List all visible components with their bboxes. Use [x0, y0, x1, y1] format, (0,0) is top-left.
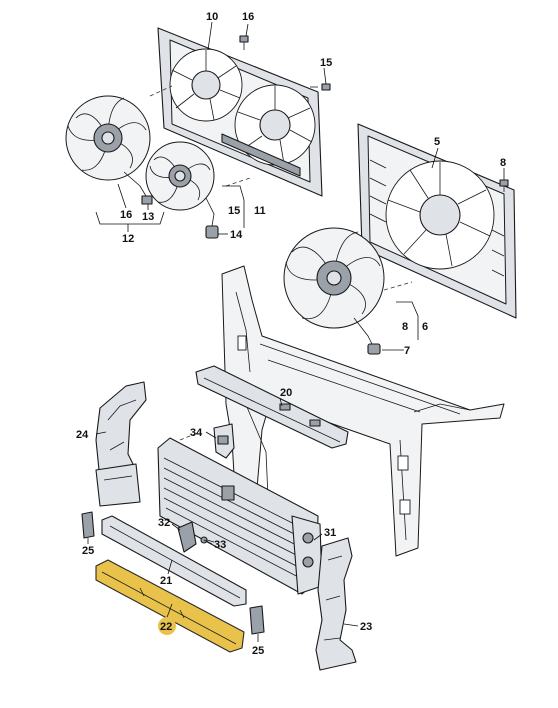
- fan-large: [283, 227, 385, 355]
- callout-7: 7: [404, 345, 410, 357]
- bolt-16-top: [239, 35, 249, 50]
- bracket-20: [195, 365, 349, 449]
- air-duct-24: [95, 381, 147, 507]
- callout-22: 22: [160, 621, 172, 633]
- callout-15-top: 15: [320, 57, 332, 69]
- callout-33: 33: [214, 539, 226, 551]
- callout-13: 13: [142, 211, 154, 223]
- fan-shroud-single: [357, 123, 517, 319]
- fan-left-large: [65, 95, 153, 205]
- callout-25-bottom: 25: [252, 645, 264, 657]
- air-duct-23: [315, 537, 357, 671]
- air-guide-louvre: [157, 437, 323, 595]
- callout-24: 24: [76, 429, 89, 441]
- bolt-15-top: [310, 83, 331, 91]
- callout-6: 6: [422, 321, 428, 333]
- callout-23: 23: [360, 621, 372, 633]
- actuator-32: [177, 521, 197, 553]
- callout-10: 10: [206, 11, 218, 23]
- fan-shroud-twin: [157, 27, 323, 197]
- callout-34: 34: [190, 427, 203, 439]
- bracket-34: [213, 423, 235, 459]
- deflector-22-highlighted: [95, 559, 245, 653]
- callout-14: 14: [230, 229, 243, 241]
- fan-left-small: [145, 141, 219, 239]
- callout-31: 31: [324, 527, 336, 539]
- callout-21: 21: [160, 575, 172, 587]
- callout-16-left: 16: [120, 209, 132, 221]
- callout-labels: 10 16 15 5 8 16 13 12 15 11 14 8 6 7 20 …: [76, 11, 506, 657]
- callout-5: 5: [434, 136, 440, 148]
- callout-12: 12: [122, 233, 134, 245]
- callout-8-mid: 8: [402, 321, 408, 333]
- callout-16-top: 16: [242, 11, 254, 23]
- callout-25-left: 25: [82, 545, 94, 557]
- callout-15-mid: 15: [228, 205, 240, 217]
- clip-25-left: [81, 511, 95, 539]
- callout-11: 11: [254, 205, 266, 217]
- clip-25-bottom: [249, 605, 265, 635]
- seal-21: [101, 515, 247, 607]
- callout-8-top: 8: [500, 157, 506, 169]
- leader-lines: [87, 21, 505, 642]
- callout-20: 20: [280, 387, 292, 399]
- callout-22-marker: 22: [158, 617, 176, 635]
- callout-32: 32: [158, 517, 170, 529]
